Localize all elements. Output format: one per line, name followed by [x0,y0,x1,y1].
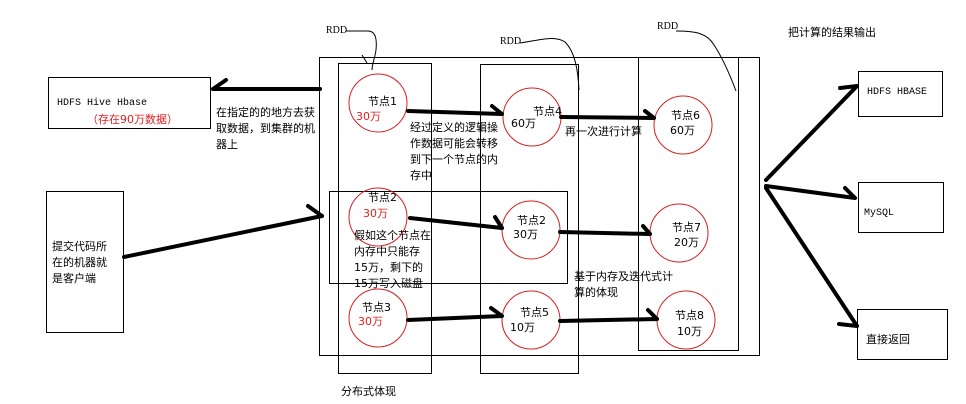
arrow-n5-n8 [558,308,659,323]
node-6-value: 60万 [670,124,695,137]
output-direct-return-label: 直接返回 [866,333,910,346]
annotation-logic-transfer: 经过定义的逻辑操作数据可能会转移到下一个节点的内存中 [410,121,498,182]
node-1-circle [348,73,408,133]
node-5-name: 节点5 [520,306,549,319]
arrow-submit [122,204,324,259]
output-hdfs-hbase-label: HDFS HBASE [867,87,928,98]
annotation-fetch-data: 在指定的的地方去获取数据，到集群的机器上 [216,106,315,151]
node-3-value: 30万 [358,315,383,328]
rdd-leader-3 [675,30,737,92]
node-2-name: 节点2 [368,191,397,204]
annotation-output-results: 把计算的结果输出 [788,26,876,39]
arrow-to-direct-return [764,186,859,328]
cluster-box [319,57,760,356]
arrow-n4-n6 [559,109,656,120]
annotation-recompute: 再一次进行计算 [565,125,642,138]
rdd-label-2: RDD [500,36,522,47]
node-8-value: 10万 [677,325,702,338]
rdd-leader-2 [519,37,580,91]
memory-limit-box [329,191,568,284]
node-5-value: 10万 [510,321,535,334]
direct-return-box [857,309,948,360]
node-3-name: 节点3 [362,301,391,314]
node-6-name: 节点6 [671,109,700,122]
node-6-circle [653,95,713,155]
arrow-n3-n5 [406,306,504,322]
annotation-iterative: 基于内存及迭代式计算的体现 [574,270,673,299]
node-2-value: 30万 [363,207,388,220]
rdd-label-1: RDD [326,25,348,36]
annotation-memory-limit: 假如这个节点在内存中只能存15万，剩下的15万写入磁盘 [354,229,431,290]
arrow-to-mysql [764,184,857,200]
rdd-column-2 [480,64,579,374]
mysql-box [858,182,944,233]
rdd-label-3: RDD [657,21,679,32]
node-8-name: 节点8 [675,309,704,322]
node-1-name: 节点1 [368,95,397,108]
node-2b-name: 节点2 [517,214,546,227]
arrow-n2-n2b [408,215,504,230]
node-2b-value: 30万 [513,228,538,241]
source-box-title: HDFS Hive Hbase [57,98,148,109]
node-2-circle [348,187,408,247]
arrow-n1-n4 [406,104,504,116]
rdd-column-3 [638,57,739,351]
source-box-note: （存在90万数据） [87,113,178,126]
arrow-fetch-data [211,78,322,91]
node-4-name: 节点4 [533,105,562,118]
output-mysql-label: MySQL [864,208,895,219]
node-7-value: 20万 [674,236,699,249]
node-4-value: 60万 [511,117,536,130]
source-box [48,77,211,129]
client-box [46,191,124,333]
arrow-n2b-n7 [558,224,652,236]
node-1-value: 30万 [356,110,381,123]
annotation-distributed: 分布式体现 [341,385,396,398]
rdd-leader-1 [346,30,377,71]
node-7-name: 节点7 [672,221,701,234]
arrow-to-hdfs-hbase [764,84,859,182]
hdfs-hbase-box [858,71,943,117]
client-box-text: 提交代码所在的机器就是客户端 [52,240,107,285]
node-3-circle [348,288,408,348]
